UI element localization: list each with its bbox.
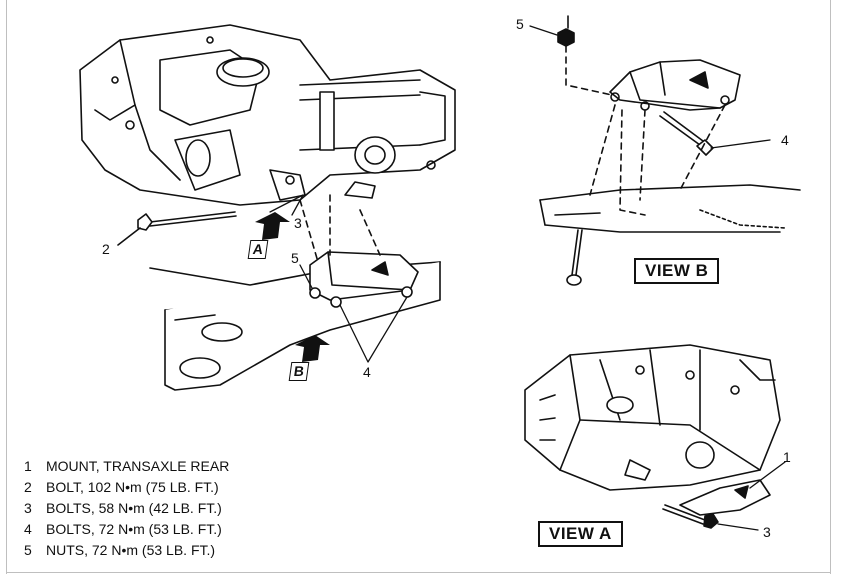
legend-text: MOUNT, TRANSAXLE REAR <box>46 458 230 474</box>
view-b-frame-rail <box>539 184 801 233</box>
transaxle-housing <box>79 24 456 206</box>
callout-view-a-1: 1 <box>783 449 791 465</box>
callout-main-3: 3 <box>294 215 302 231</box>
legend-text: BOLTS, 58 N•m (42 LB. FT.) <box>46 500 222 516</box>
view-b-bolt-4 <box>659 111 771 156</box>
legend-row: 2 BOLT, 102 N•m (75 LB. FT.) <box>24 477 229 498</box>
callout-main-4: 4 <box>363 364 371 380</box>
callout-main-5: 5 <box>291 250 299 266</box>
frame-left-border <box>6 0 7 574</box>
legend-number: 2 <box>24 479 32 495</box>
legend-number: 4 <box>24 521 32 537</box>
legend-row: 3 BOLTS, 58 N•m (42 LB. FT.) <box>24 498 229 519</box>
main-mount-bracket <box>309 251 419 308</box>
callout-main-2: 2 <box>102 241 110 257</box>
arrow-b-label: B <box>288 362 310 381</box>
view-a-engine <box>524 344 781 491</box>
arrow-a <box>255 212 290 240</box>
frame-bottom-border <box>6 572 831 573</box>
view-a-mount <box>679 461 786 516</box>
legend-number: 3 <box>24 500 32 516</box>
callout-view-b-4: 4 <box>781 132 789 148</box>
view-a-label: VIEW A <box>538 521 623 547</box>
legend-row: 5 NUTS, 72 N•m (53 LB. FT.) <box>24 540 229 561</box>
main-leader-lines <box>269 194 408 363</box>
view-b-lower-bolt <box>566 229 583 286</box>
legend-row: 1 MOUNT, TRANSAXLE REAR <box>24 456 229 477</box>
legend-number: 5 <box>24 542 32 558</box>
view-b-nut-5 <box>529 15 575 47</box>
arrow-a-label: A <box>247 240 269 259</box>
main-bolt-2 <box>117 211 237 246</box>
view-b-bracket <box>609 59 741 111</box>
callout-view-a-3: 3 <box>763 524 771 540</box>
view-a-bolt-3 <box>662 504 759 531</box>
legend-text: BOLTS, 72 N•m (53 LB. FT.) <box>46 521 222 537</box>
view-b-label: VIEW B <box>634 258 720 284</box>
main-dashed-guides <box>299 194 381 263</box>
arrow-b <box>295 335 330 362</box>
parts-legend: 1 MOUNT, TRANSAXLE REAR 2 BOLT, 102 N•m (7… <box>24 456 229 561</box>
frame-right-border <box>830 0 831 574</box>
callout-view-b-5: 5 <box>516 16 524 32</box>
legend-number: 1 <box>24 458 32 474</box>
legend-text: NUTS, 72 N•m (53 LB. FT.) <box>46 542 216 558</box>
legend-text: BOLT, 102 N•m (75 LB. FT.) <box>46 479 219 495</box>
view-b-dashed-guides <box>565 45 726 216</box>
legend-row: 4 BOLTS, 72 N•m (53 LB. FT.) <box>24 519 229 540</box>
